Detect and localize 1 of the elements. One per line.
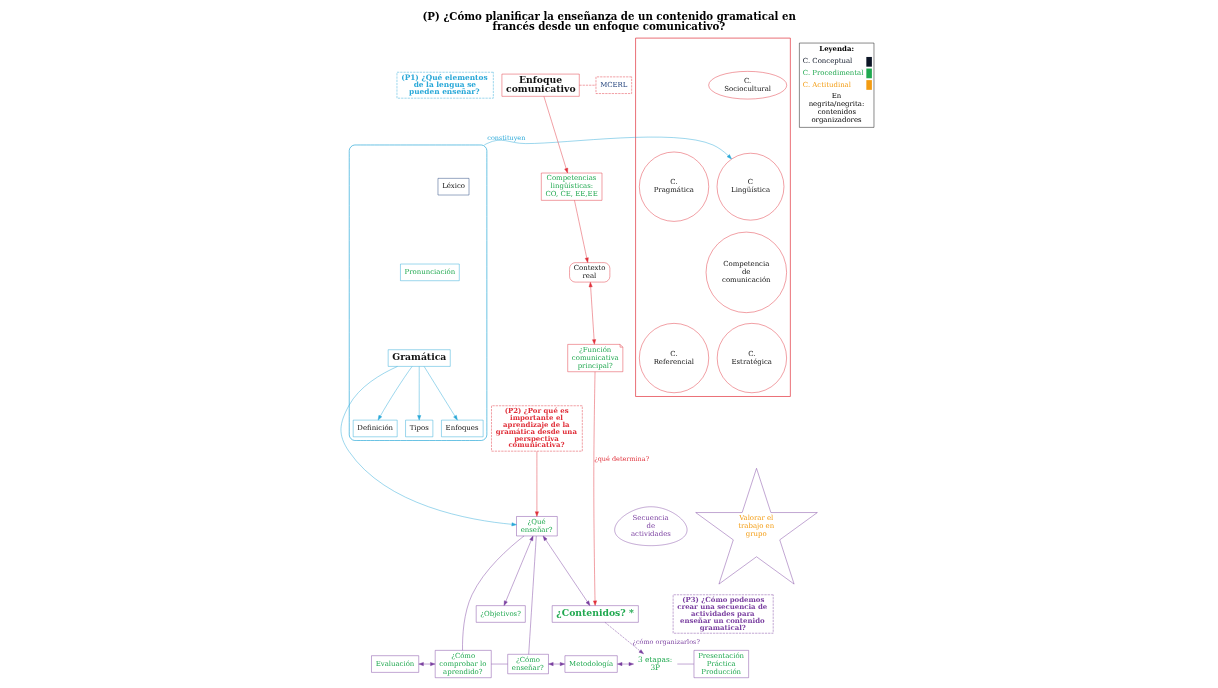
diagram-title: (P) ¿Cómo planificar la enseñanza de un contenido gramatical en francés desde un enfoque comunicativo?	[422, 9, 796, 33]
